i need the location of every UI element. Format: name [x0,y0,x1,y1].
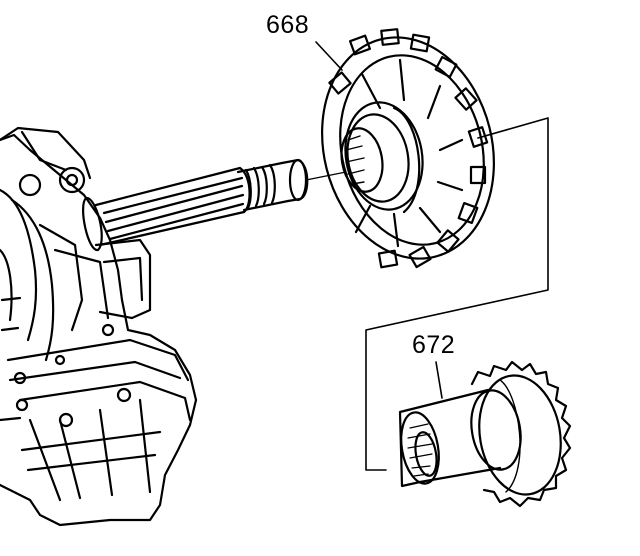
part-connector-line [365,117,549,471]
transmission-case [0,126,198,527]
drive-gear [398,360,572,508]
callout-668: 668 [266,11,310,39]
assembly-center-line [305,171,347,181]
callout-672: 672 [412,331,456,359]
output-shaft [82,158,309,252]
speed-sensor-rotor [315,28,495,269]
